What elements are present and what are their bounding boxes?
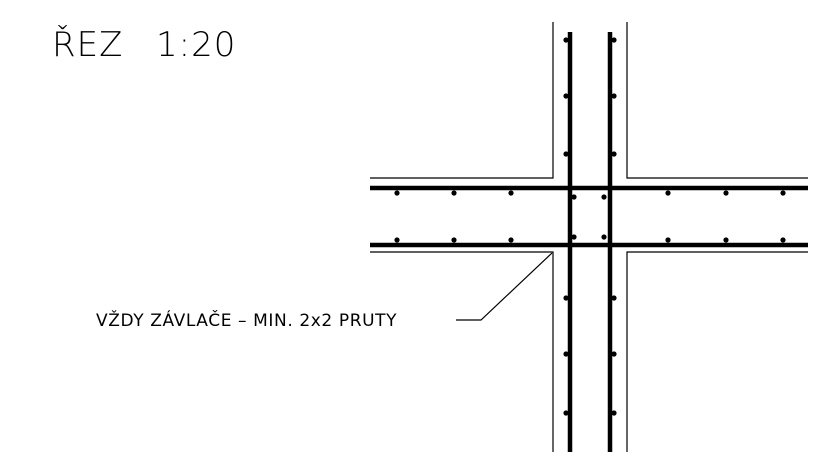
wall-outline-upper-left (370, 22, 554, 179)
wall-outline-lower-left (370, 251, 554, 452)
bar-section-dot (601, 194, 607, 200)
bar-section-dot (451, 190, 457, 196)
bar-section-dot (571, 234, 577, 240)
bar-section-dot (611, 93, 617, 99)
bar-section-dot (563, 410, 569, 416)
wall-outline-lower-right (626, 251, 808, 452)
bar-section-dot (723, 190, 729, 196)
bar-section-dot (563, 351, 569, 357)
section-scale: 1:20 (156, 25, 236, 65)
bar-section-dot (780, 190, 786, 196)
bar-section-dot (611, 410, 617, 416)
bar-section-dot (665, 237, 671, 243)
bar-section-dot (611, 351, 617, 357)
bar-section-dot (780, 237, 786, 243)
reinforcement-bars (370, 32, 808, 452)
annotation-text: VŽDY ZÁVLAČE – MIN. 2x2 PRUTY (96, 309, 397, 331)
bar-section-dot (394, 190, 400, 196)
bar-section-dot (508, 190, 514, 196)
bar-section-dot (394, 237, 400, 243)
section-title: ŘEZ (52, 24, 123, 65)
bar-section-dot (563, 151, 569, 157)
bar-section-dot (451, 237, 457, 243)
bar-section-dot (508, 237, 514, 243)
bar-section-dot (601, 234, 607, 240)
wall-outline-upper-right (626, 22, 808, 179)
bar-section-dot (563, 295, 569, 301)
bar-section-dot (611, 151, 617, 157)
bar-section-dot (563, 93, 569, 99)
bar-section-dot (571, 194, 577, 200)
bar-section-dot (563, 37, 569, 43)
bar-section-dot (611, 37, 617, 43)
bar-section-dot (723, 237, 729, 243)
bar-section-dot (665, 190, 671, 196)
bar-section-dots (394, 37, 786, 416)
bar-section-dot (611, 295, 617, 301)
concrete-outline (370, 22, 808, 452)
annotation-leader (456, 252, 553, 321)
